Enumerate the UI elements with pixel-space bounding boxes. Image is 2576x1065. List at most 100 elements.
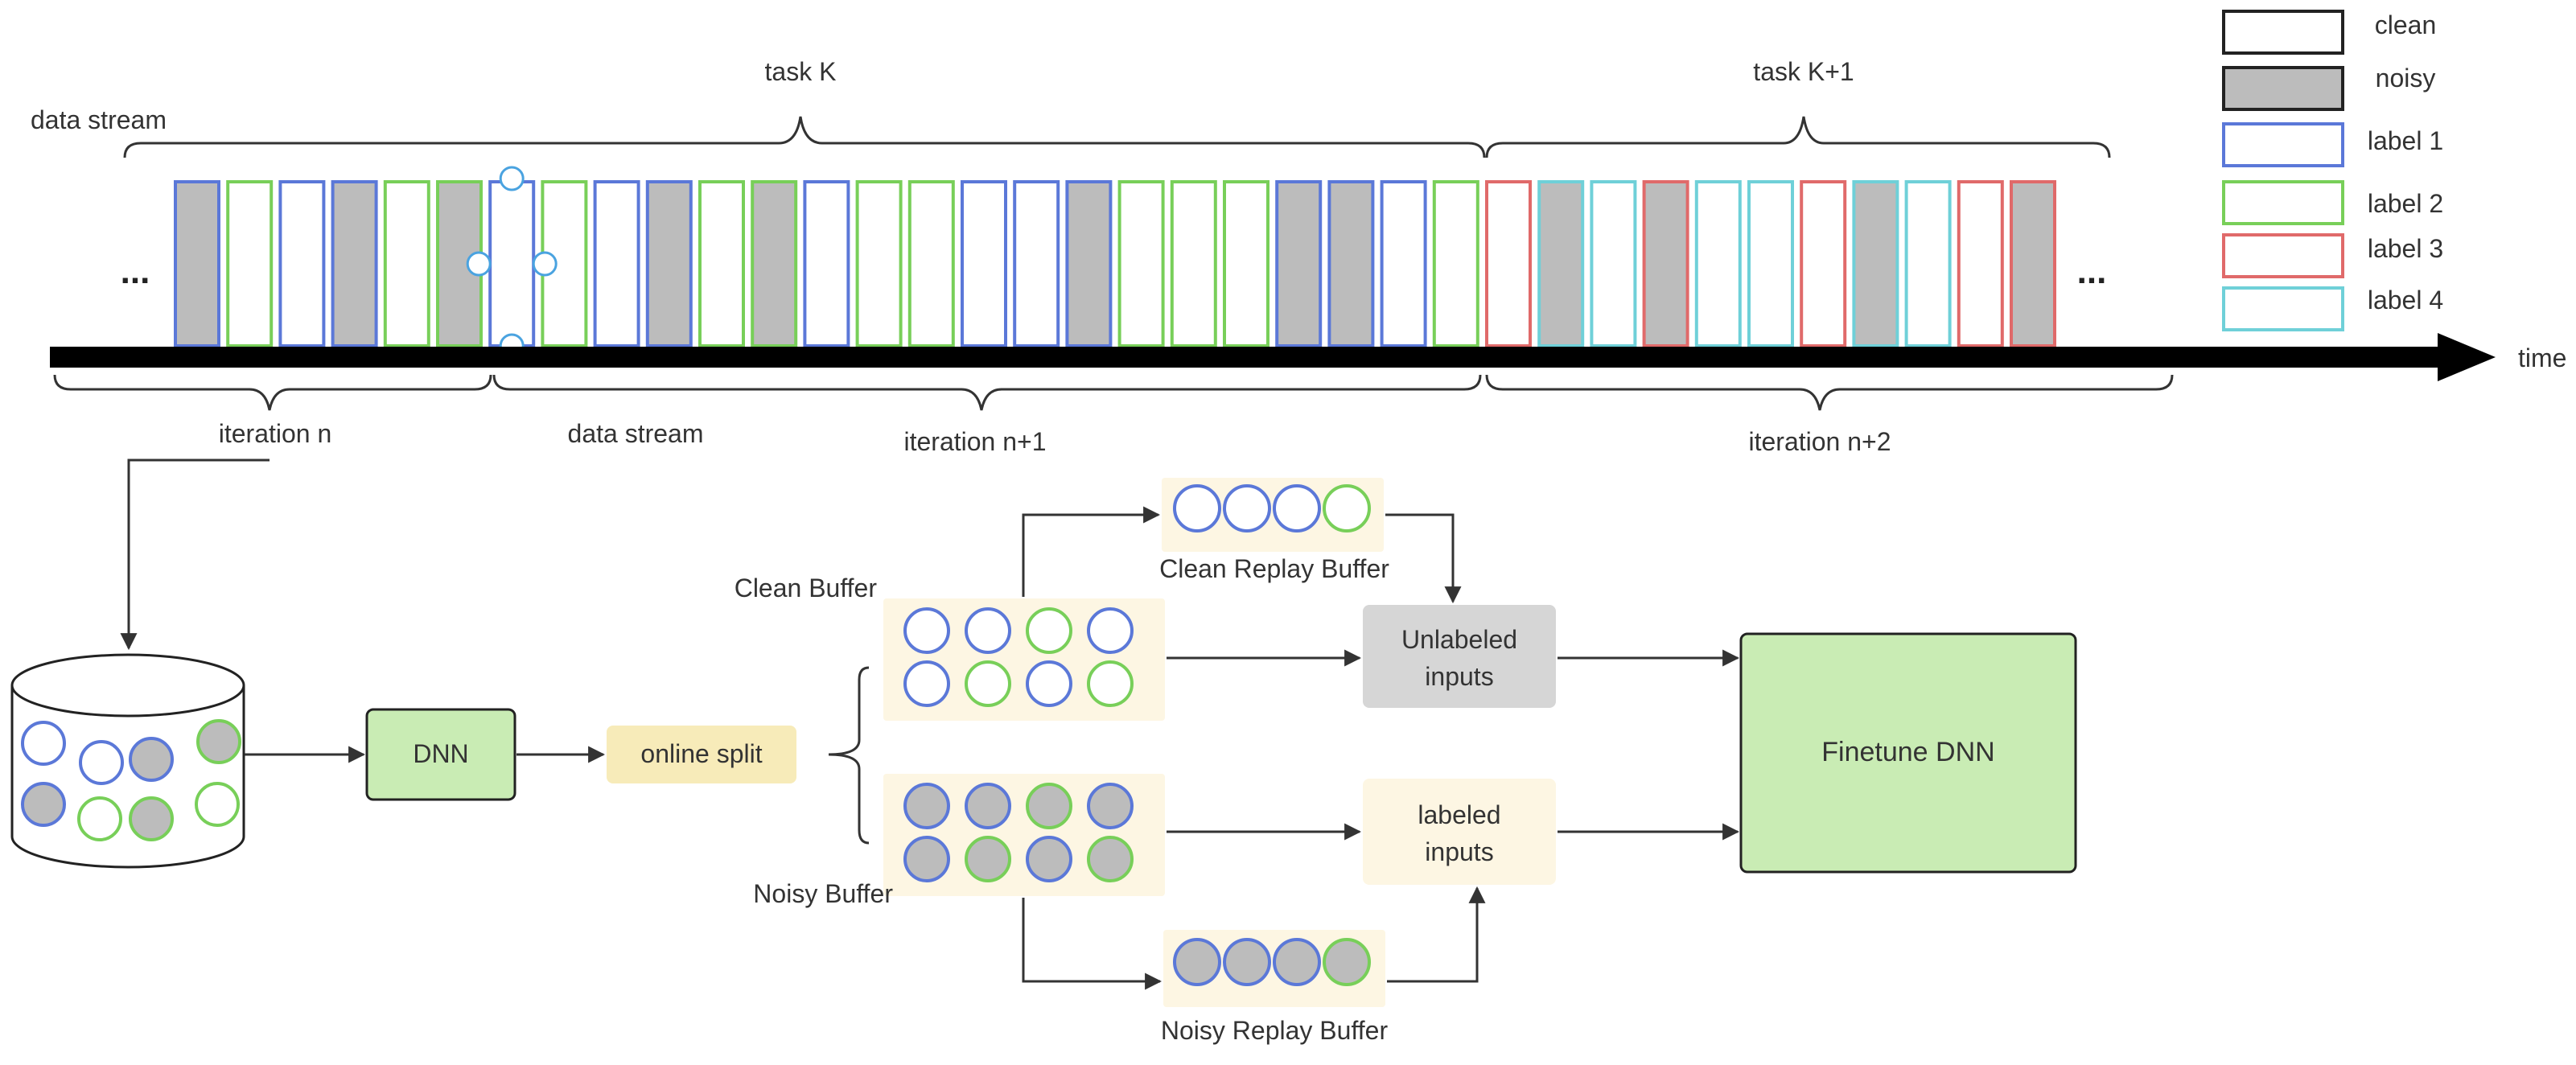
sample-circle <box>1026 783 1072 829</box>
legend-label: noisy <box>2376 64 2436 93</box>
timeline-arrowhead-icon <box>2438 333 2496 381</box>
stream-sample-card[interactable] <box>1747 180 1794 347</box>
database-samples <box>21 719 241 841</box>
stream-sample-card[interactable] <box>1170 180 1217 347</box>
unlabeled-inputs-node[interactable] <box>1363 605 1556 708</box>
sample-circle <box>1273 484 1321 532</box>
stream-sample-card[interactable] <box>645 180 693 347</box>
stream-sample-card[interactable] <box>751 180 798 347</box>
labeled-label-line1: labeled <box>1418 800 1500 829</box>
stream-sample-card[interactable] <box>1380 180 1427 347</box>
iteration-n-label: iteration n <box>219 419 332 448</box>
stream-sample-card[interactable] <box>803 180 850 347</box>
sample-circle <box>129 796 174 841</box>
iteration-n1-label: iteration n+1 <box>903 427 1046 456</box>
sample-circle <box>77 796 122 841</box>
stream-sample-card[interactable] <box>1800 180 1847 347</box>
legend-label: label 2 <box>2368 189 2443 218</box>
stream-sample-card[interactable] <box>1485 180 1532 347</box>
stream-sample-card[interactable] <box>174 180 220 347</box>
dnn-label: DNN <box>413 739 468 768</box>
sample-circle <box>1173 484 1221 532</box>
labeled-inputs-node[interactable] <box>1363 779 1556 885</box>
stream-sample-card[interactable] <box>278 180 326 347</box>
sample-circle <box>1026 836 1072 882</box>
sample-circle <box>1323 938 1371 986</box>
stream-sample-card[interactable] <box>1432 180 1479 347</box>
sample-circle <box>1087 607 1134 654</box>
stream-ellipsis-right: ... <box>2077 252 2107 291</box>
finetune-dnn-node[interactable] <box>1739 632 2077 874</box>
sample-circle <box>21 782 66 827</box>
sample-circle <box>965 660 1011 707</box>
stream-sample-card[interactable] <box>1904 180 1952 347</box>
split-brace <box>828 666 870 845</box>
finetune-dnn-label: Finetune DNN <box>1821 737 1994 767</box>
stream-sample-card[interactable] <box>1590 180 1637 347</box>
unlabeled-label-line1: Unlabeled <box>1401 625 1517 654</box>
sample-circle <box>903 607 950 654</box>
stream-sample-card[interactable] <box>2010 180 2056 347</box>
sample-circle <box>196 719 241 764</box>
sample-circle <box>903 836 950 882</box>
legend-swatch <box>2222 10 2344 55</box>
stream-sample-card[interactable] <box>1852 180 1899 347</box>
sample-circle <box>1026 660 1072 707</box>
sample-circle <box>1026 607 1072 654</box>
sample-circle <box>1173 938 1221 986</box>
sample-circle <box>903 783 950 829</box>
sample-circle <box>1087 836 1134 882</box>
stream-sample-card[interactable] <box>907 180 955 347</box>
stream-sample-card[interactable] <box>383 180 430 347</box>
unlabeled-label-line2: inputs <box>1425 662 1493 691</box>
sample-circle <box>129 737 174 782</box>
sample-circle <box>195 782 240 827</box>
stream-sample-card[interactable] <box>855 180 903 347</box>
stream-sample-card[interactable] <box>331 180 378 347</box>
sample-circle <box>21 721 66 766</box>
legend-swatch <box>2222 180 2344 225</box>
sample-circle <box>1087 660 1134 707</box>
stream-sample-card[interactable] <box>226 180 274 347</box>
sample-circle <box>903 660 950 707</box>
stream-sample-card[interactable] <box>1537 180 1585 347</box>
stream-sample-card[interactable] <box>488 180 536 347</box>
stream-sample-card[interactable] <box>1275 180 1323 347</box>
sample-circle <box>79 740 124 785</box>
stream-sample-card[interactable] <box>1642 180 1689 347</box>
noisy-replay-to-labeled-arrow <box>1387 886 1486 983</box>
dnn-node[interactable] <box>365 708 516 801</box>
selection-handle[interactable] <box>466 251 492 277</box>
stream-sample-card[interactable] <box>1065 180 1113 347</box>
legend-swatch <box>2222 233 2344 278</box>
selection-handle[interactable] <box>532 251 558 277</box>
sample-circle <box>1087 783 1134 829</box>
clean-replay-to-unlabeled-arrow <box>1385 513 1462 604</box>
stream-sample-card[interactable] <box>1013 180 1060 347</box>
stream-sample-card[interactable] <box>1327 180 1375 347</box>
task-k-brace <box>123 116 1486 158</box>
stream-sample-card[interactable] <box>1694 180 1742 347</box>
stream-sample-card[interactable] <box>698 180 745 347</box>
stream-sample-card[interactable] <box>1957 180 2004 347</box>
legend-swatch <box>2222 122 2344 167</box>
selection-handle[interactable] <box>499 166 525 191</box>
stream-sample-card[interactable] <box>1223 180 1269 347</box>
stream-sample-card[interactable] <box>961 180 1007 347</box>
pipeline-panel: DNN online split Clean Buffer Noisy Buff… <box>10 458 2077 1045</box>
stream-ellipsis-left: ... <box>121 252 150 291</box>
online-split-node[interactable] <box>607 726 796 783</box>
stream-sample-card[interactable] <box>1117 180 1165 347</box>
sample-circle <box>1323 484 1371 532</box>
clean-replay-label: Clean Replay Buffer <box>1159 554 1389 583</box>
iteration-n2-brace <box>1485 374 2174 411</box>
task-k-label: task K <box>765 57 837 86</box>
legend-label: clean <box>2375 10 2437 39</box>
clean-buffer-to-replay-arrow <box>1022 506 1161 597</box>
noisy-replay-label: Noisy Replay Buffer <box>1161 1016 1389 1045</box>
noisy-buffer-to-replay-arrow <box>1022 898 1162 990</box>
stream-sample-card[interactable] <box>593 180 640 347</box>
sample-circle <box>965 836 1011 882</box>
legend-label: label 1 <box>2368 126 2443 155</box>
